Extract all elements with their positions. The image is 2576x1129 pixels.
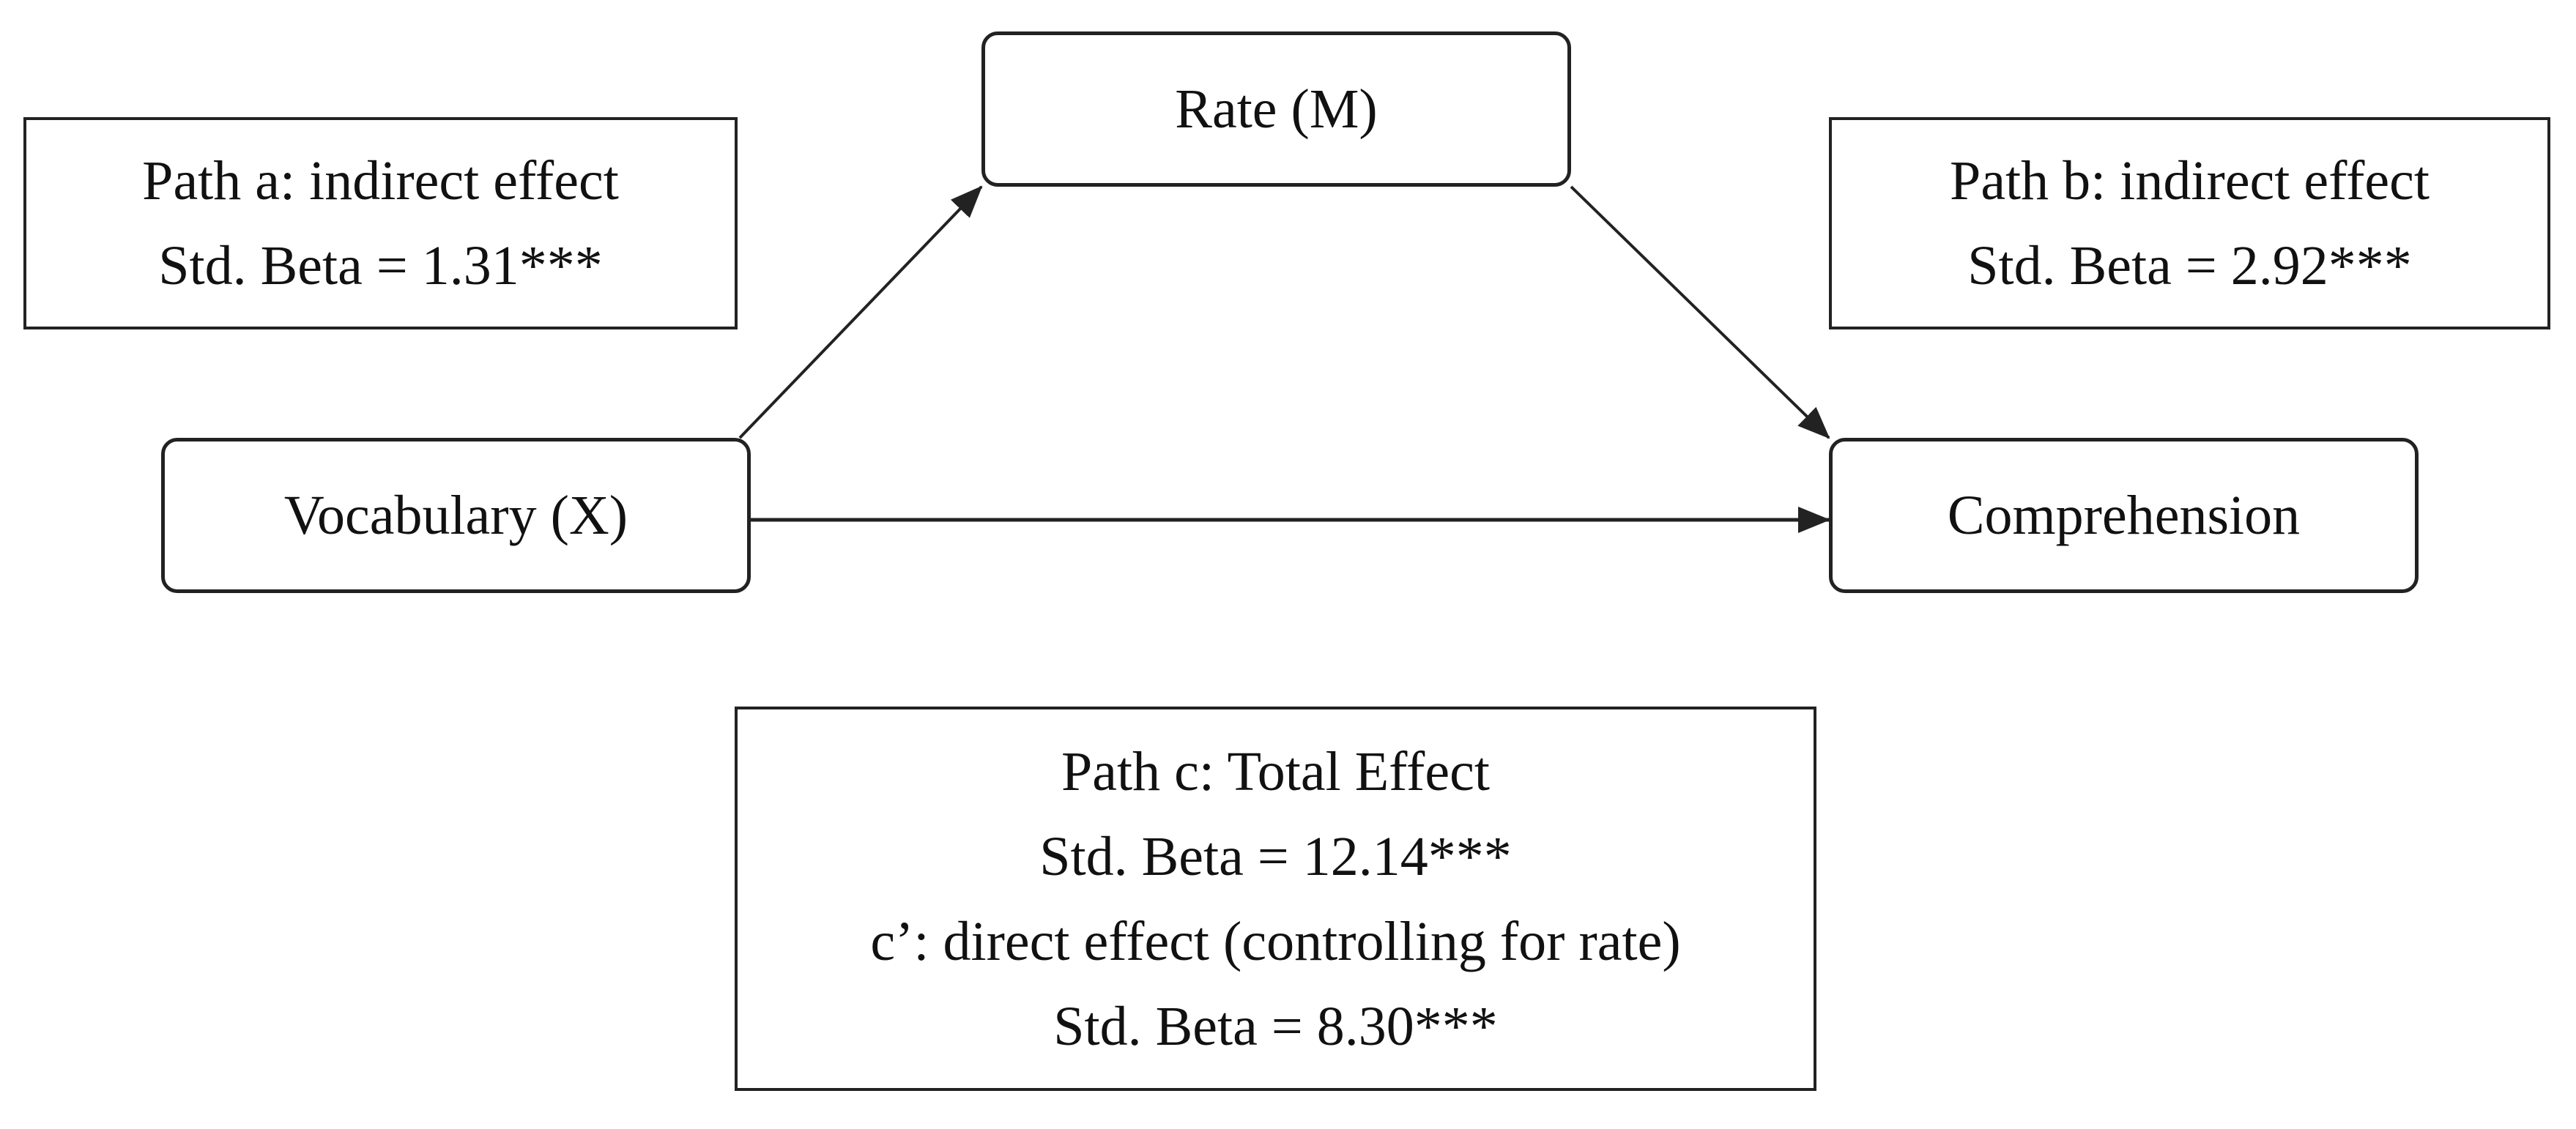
path-c-direct-title: c’: direct effect (controlling for rate) (870, 910, 1681, 972)
path-c-direct-beta: Std. Beta = 8.30*** (1053, 995, 1498, 1057)
node-comprehension-label: Comprehension (1947, 485, 2301, 546)
arrow-vocabulary-to-rate (738, 185, 983, 439)
path-a-note: Path a: indirect effect Std. Beta = 1.31… (23, 117, 738, 329)
node-vocabulary: Vocabulary (X) (161, 438, 751, 593)
path-b-beta: Std. Beta = 2.92*** (1967, 235, 2412, 297)
path-a-title: Path a: indirect effect (142, 150, 619, 212)
node-comprehension: Comprehension (1829, 438, 2419, 593)
path-a-beta: Std. Beta = 1.31*** (158, 235, 603, 297)
path-c-note: Path c: Total Effect Std. Beta = 12.14**… (735, 707, 1816, 1091)
path-b-title: Path b: indirect effect (1950, 150, 2430, 212)
path-b-note: Path b: indirect effect Std. Beta = 2.92… (1829, 117, 2550, 329)
path-c-title: Path c: Total Effect (1061, 740, 1490, 802)
node-vocabulary-label: Vocabulary (X) (283, 485, 628, 546)
node-rate-label: Rate (M) (1175, 78, 1378, 140)
arrow-rate-to-comprehension (1570, 185, 1830, 439)
path-c-total-beta: Std. Beta = 12.14*** (1039, 825, 1512, 887)
node-rate: Rate (M) (981, 31, 1571, 187)
